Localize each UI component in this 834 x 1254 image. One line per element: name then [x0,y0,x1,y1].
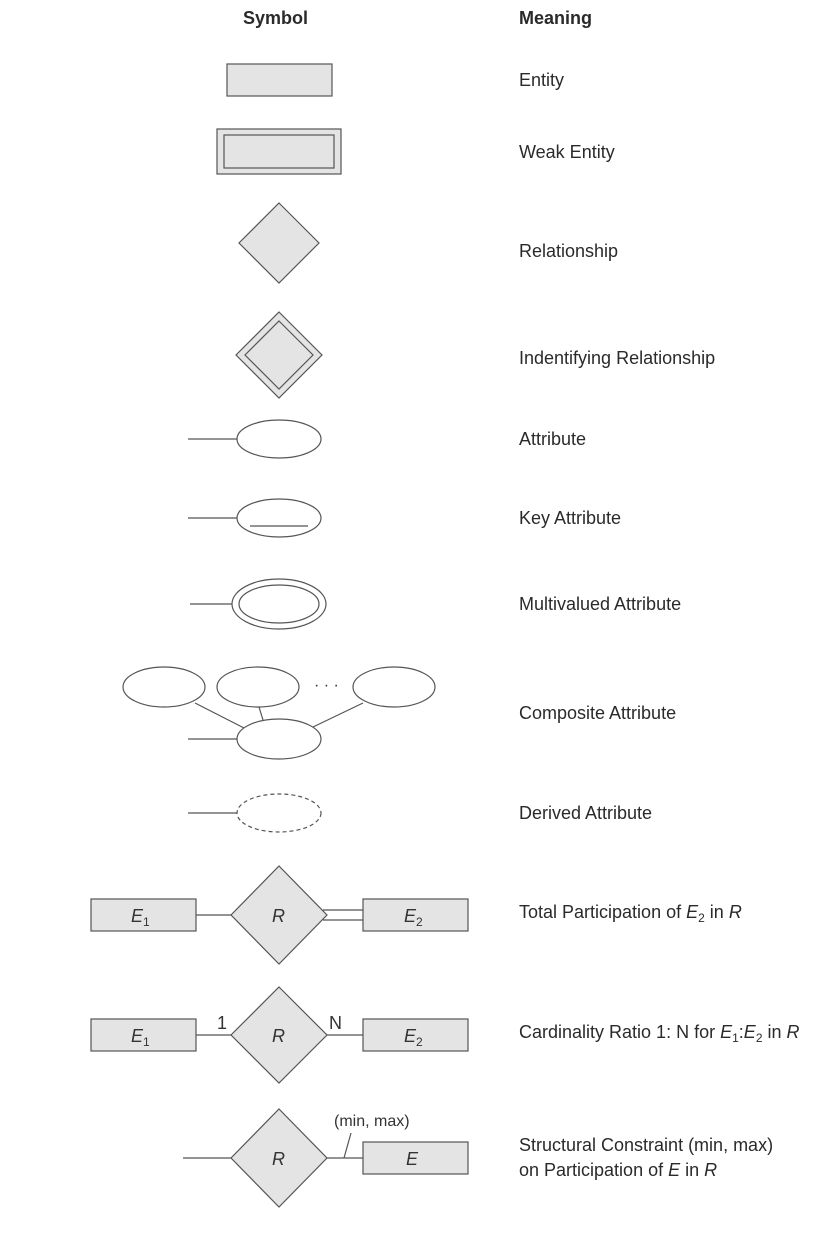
cardinality-one-label: 1 [217,1013,227,1033]
identifying-relationship-symbol [235,311,323,399]
meaning-structural-constraint-line1: Structural Constraint (min, max) [519,1135,773,1155]
r-label: R [272,1026,285,1046]
meaning-structural-constraint-line2: on Participation of E in R [519,1160,717,1180]
relationship-r-diamond [230,986,328,1084]
entity-e2-box [362,898,469,932]
key-attribute-symbol [188,498,322,538]
e2-label: E2 [404,906,423,929]
relationship-r-diamond [230,865,328,965]
entity-e2-box [362,1018,469,1052]
meaning-total-participation: Total Participation of E2 in R [519,902,742,925]
multivalued-attribute-symbol [190,578,327,630]
meaning-derived-attribute: Derived Attribute [519,803,652,823]
meaning-entity: Entity [519,70,564,90]
r-label: R [272,906,285,926]
entity-symbol [226,63,333,97]
r-label: R [272,1149,285,1169]
relationship-r-diamond [230,1108,328,1208]
attribute-symbol [188,419,322,459]
meaning-composite-attribute: Composite Attribute [519,703,676,723]
e2-label: E2 [404,1026,423,1049]
relationship-symbol [238,202,320,284]
composite-attribute-symbol: · · · [122,666,436,760]
meaning-identifying-relationship: Indentifying Relationship [519,348,715,368]
structural-constraint-symbol: R E (min, max) [183,1108,469,1208]
total-participation-symbol: E1 R E2 [90,865,469,965]
composite-ellipsis: · · · [314,677,339,694]
e-label: E [406,1149,419,1169]
meaning-cardinality-ratio: Cardinality Ratio 1: N for E1:E2 in R [519,1022,800,1045]
e1-label: E1 [131,1026,150,1049]
meaning-multivalued-attribute: Multivalued Attribute [519,594,681,614]
e1-label: E1 [131,906,150,929]
meaning-relationship: Relationship [519,241,618,261]
meaning-header: Meaning [519,8,592,28]
weak-entity-symbol [216,128,342,175]
entity-e-box [362,1141,469,1175]
symbol-header: Symbol [243,8,308,28]
meaning-attribute: Attribute [519,429,586,449]
entity-e1-box [90,898,197,932]
meaning-weak-entity: Weak Entity [519,142,615,162]
cardinality-n-label: N [329,1013,342,1033]
min-max-label: (min, max) [334,1113,410,1130]
meaning-key-attribute: Key Attribute [519,508,621,528]
cardinality-ratio-symbol: E1 R E2 1 N [90,986,469,1084]
entity-e1-box [90,1018,197,1052]
derived-attribute-symbol [188,793,322,833]
